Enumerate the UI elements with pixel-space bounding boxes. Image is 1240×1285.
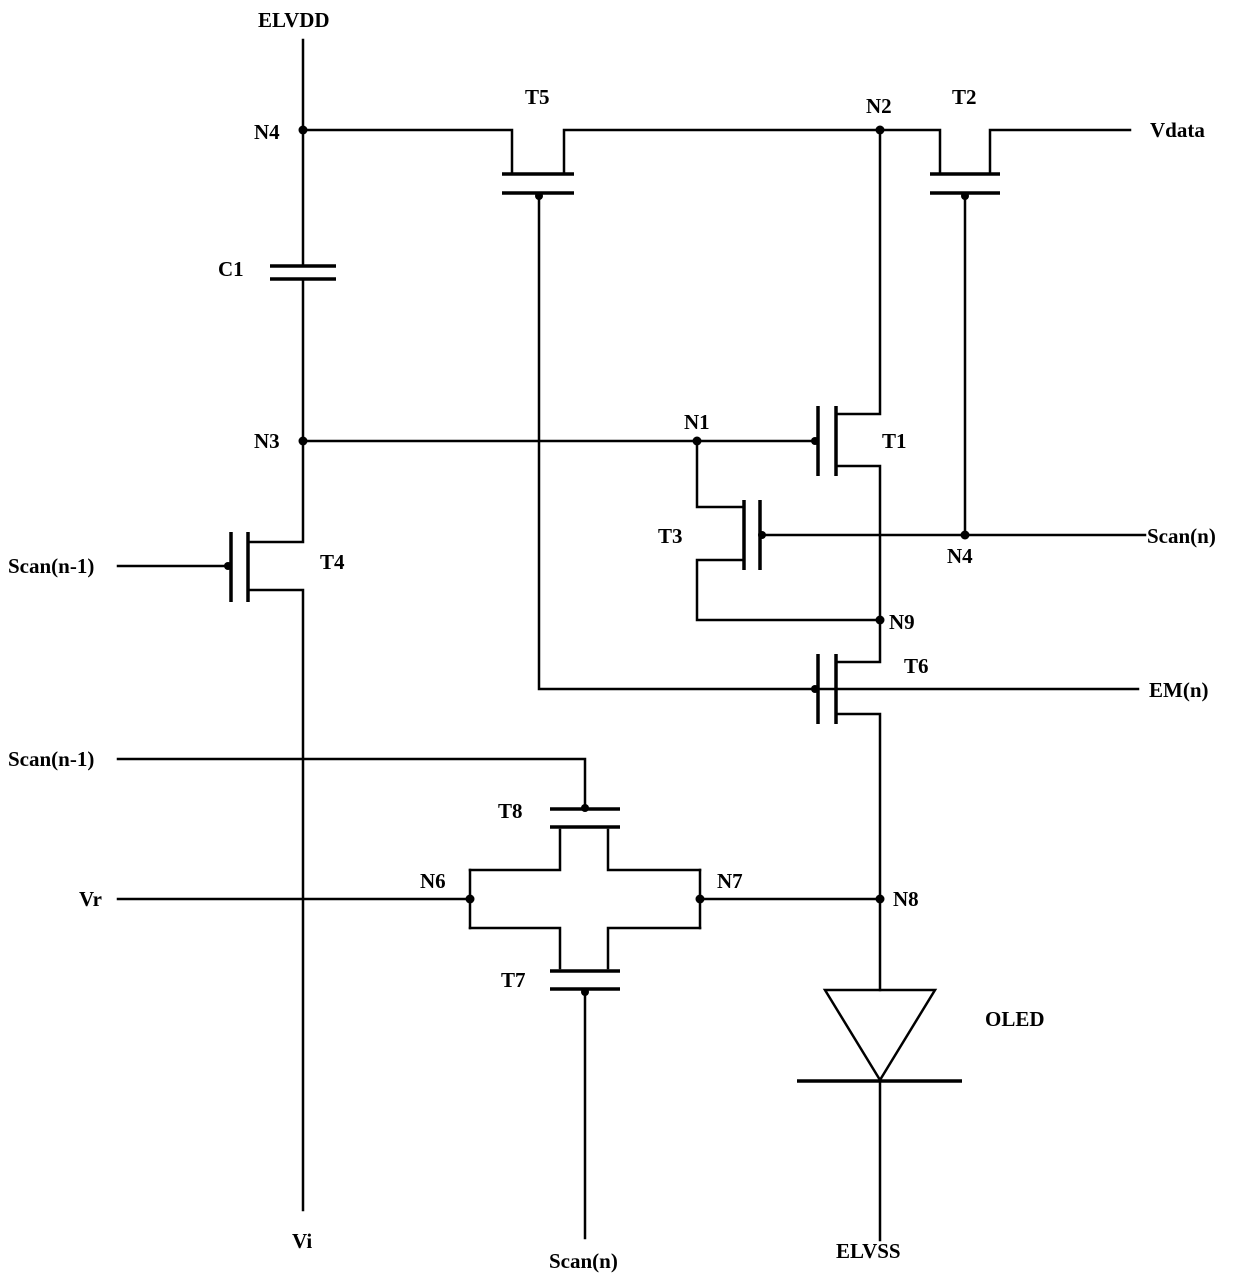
label-n7: N7 [717, 869, 743, 893]
gate-dot-t6 [811, 685, 819, 693]
label-n2: N2 [866, 94, 892, 118]
transistor-t5 [502, 174, 574, 193]
junction-n9 [876, 616, 885, 625]
label-oled: OLED [985, 1007, 1045, 1031]
gate-dot-t4 [224, 562, 232, 570]
transistor-t4 [231, 532, 248, 602]
junction-n6 [466, 895, 475, 904]
junction-n4-right [961, 531, 970, 540]
label-t1: T1 [882, 429, 907, 453]
label-vi: Vi [292, 1229, 312, 1253]
wire-t1-n9-t6 [838, 466, 880, 662]
label-t7: T7 [501, 968, 526, 992]
label-t8: T8 [498, 799, 523, 823]
label-scan-n-right: Scan(n) [1147, 524, 1216, 548]
oled-diode [797, 990, 962, 1081]
label-n1: N1 [684, 410, 710, 434]
label-t3: T3 [658, 524, 683, 548]
wire-t5-n2-t2 [564, 130, 940, 172]
wire-t3-n9 [697, 560, 880, 620]
label-c1: C1 [218, 257, 244, 281]
wire-c1-t4 [248, 279, 303, 542]
label-n4-right: N4 [947, 544, 973, 568]
transistor-t1 [818, 406, 836, 476]
label-t6: T6 [904, 654, 929, 678]
wire-n1-t3 [697, 441, 742, 507]
transistor-t2 [930, 174, 1000, 193]
junction-n7 [696, 895, 705, 904]
label-n9: N9 [889, 610, 915, 634]
label-n6: N6 [420, 869, 446, 893]
wire-t5-gate-em [539, 196, 815, 689]
gate-dot-t1 [811, 437, 819, 445]
gate-dot-t2 [961, 192, 969, 200]
label-scan-n-bottom: Scan(n) [549, 1249, 618, 1273]
gate-dot-t3 [758, 531, 766, 539]
gate-dot-t7 [581, 988, 589, 996]
junction-n1 [693, 437, 702, 446]
label-em-n: EM(n) [1149, 678, 1209, 702]
label-scan-n1-lower: Scan(n-1) [8, 747, 94, 771]
label-t2: T2 [952, 85, 977, 109]
label-n3: N3 [254, 429, 280, 453]
labels: ELVDD ELVSS Vdata Vr Vi OLED C1 T1 T2 T3… [8, 8, 1216, 1273]
label-t5: T5 [525, 85, 550, 109]
wire-t7-n7 [608, 928, 700, 968]
junction-n8 [876, 895, 885, 904]
wire-n6-t7 [470, 928, 560, 968]
wire-vdata [990, 130, 1130, 172]
junction-n2 [876, 126, 885, 135]
transistor-t3 [744, 500, 760, 570]
wire-t6-n8-oled [838, 714, 880, 990]
wire-n4-t5 [303, 130, 512, 172]
transistor-t7 [550, 971, 620, 989]
junction-n3 [299, 437, 308, 446]
wires [118, 40, 1145, 1240]
junction-n4 [299, 126, 308, 135]
label-scan-n1-upper: Scan(n-1) [8, 554, 94, 578]
wire-n2-t1 [838, 130, 880, 414]
gate-dot-t8 [581, 804, 589, 812]
gate-dot-t5 [535, 192, 543, 200]
wire-n6-t8 [470, 830, 560, 870]
wire-t8-n7 [608, 830, 700, 870]
label-t4: T4 [320, 550, 345, 574]
capacitor-c1 [270, 266, 336, 279]
label-elvss: ELVSS [836, 1239, 901, 1263]
label-n4-top: N4 [254, 120, 280, 144]
label-n8: N8 [893, 887, 919, 911]
label-vr: Vr [79, 887, 102, 911]
label-elvdd: ELVDD [258, 8, 330, 32]
label-vdata: Vdata [1150, 118, 1205, 142]
